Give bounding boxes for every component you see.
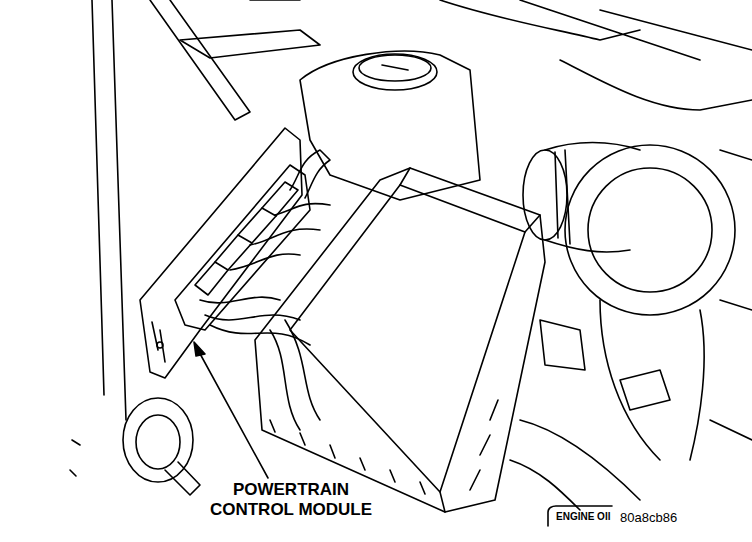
coolant-reservoir: [300, 51, 480, 200]
edge-marks: [70, 440, 80, 476]
sensor: [540, 320, 585, 370]
brake-booster: [565, 145, 735, 315]
intake-duct: [545, 143, 640, 252]
cap-mark: [382, 65, 408, 70]
air-cleaner-lid: [400, 168, 540, 232]
duct-ribs: [555, 150, 570, 244]
cowl-bracket: [180, 30, 320, 58]
hood-lines: [250, 0, 752, 60]
hood-hinge: [150, 0, 250, 120]
figure-number: 80a8cb86: [620, 510, 730, 525]
lamp-housing: [123, 398, 193, 482]
mount-bolt: [157, 342, 163, 348]
lamp-bracket: [165, 462, 200, 495]
bracket: [620, 370, 670, 410]
arrowhead: [194, 342, 205, 356]
intake-duct: [523, 150, 567, 240]
pcm-bracket: [140, 128, 302, 378]
tag-text: ENGINE OIl: [556, 511, 626, 523]
housing-ribs: [270, 400, 498, 494]
edge-lines: [710, 150, 752, 440]
lamp-housing: [136, 415, 180, 469]
hose: [560, 60, 752, 110]
leader-line: [198, 350, 268, 478]
reservoir-cap: [353, 54, 437, 90]
fender-edge: [112, 0, 126, 420]
fender-edge: [92, 0, 104, 395]
hose: [510, 420, 640, 510]
pcm-bracket-detail: [152, 322, 165, 362]
part-label: POWERTRAIN CONTROL MODULE: [203, 480, 379, 520]
brake-booster: [588, 168, 712, 292]
air-cleaner-housing: [255, 168, 545, 512]
reservoir-cap: [359, 55, 431, 81]
hose: [600, 300, 704, 460]
air-cleaner-lid: [290, 185, 525, 492]
air-cleaner-edge: [440, 492, 445, 512]
pcm-connectors: [195, 150, 330, 345]
